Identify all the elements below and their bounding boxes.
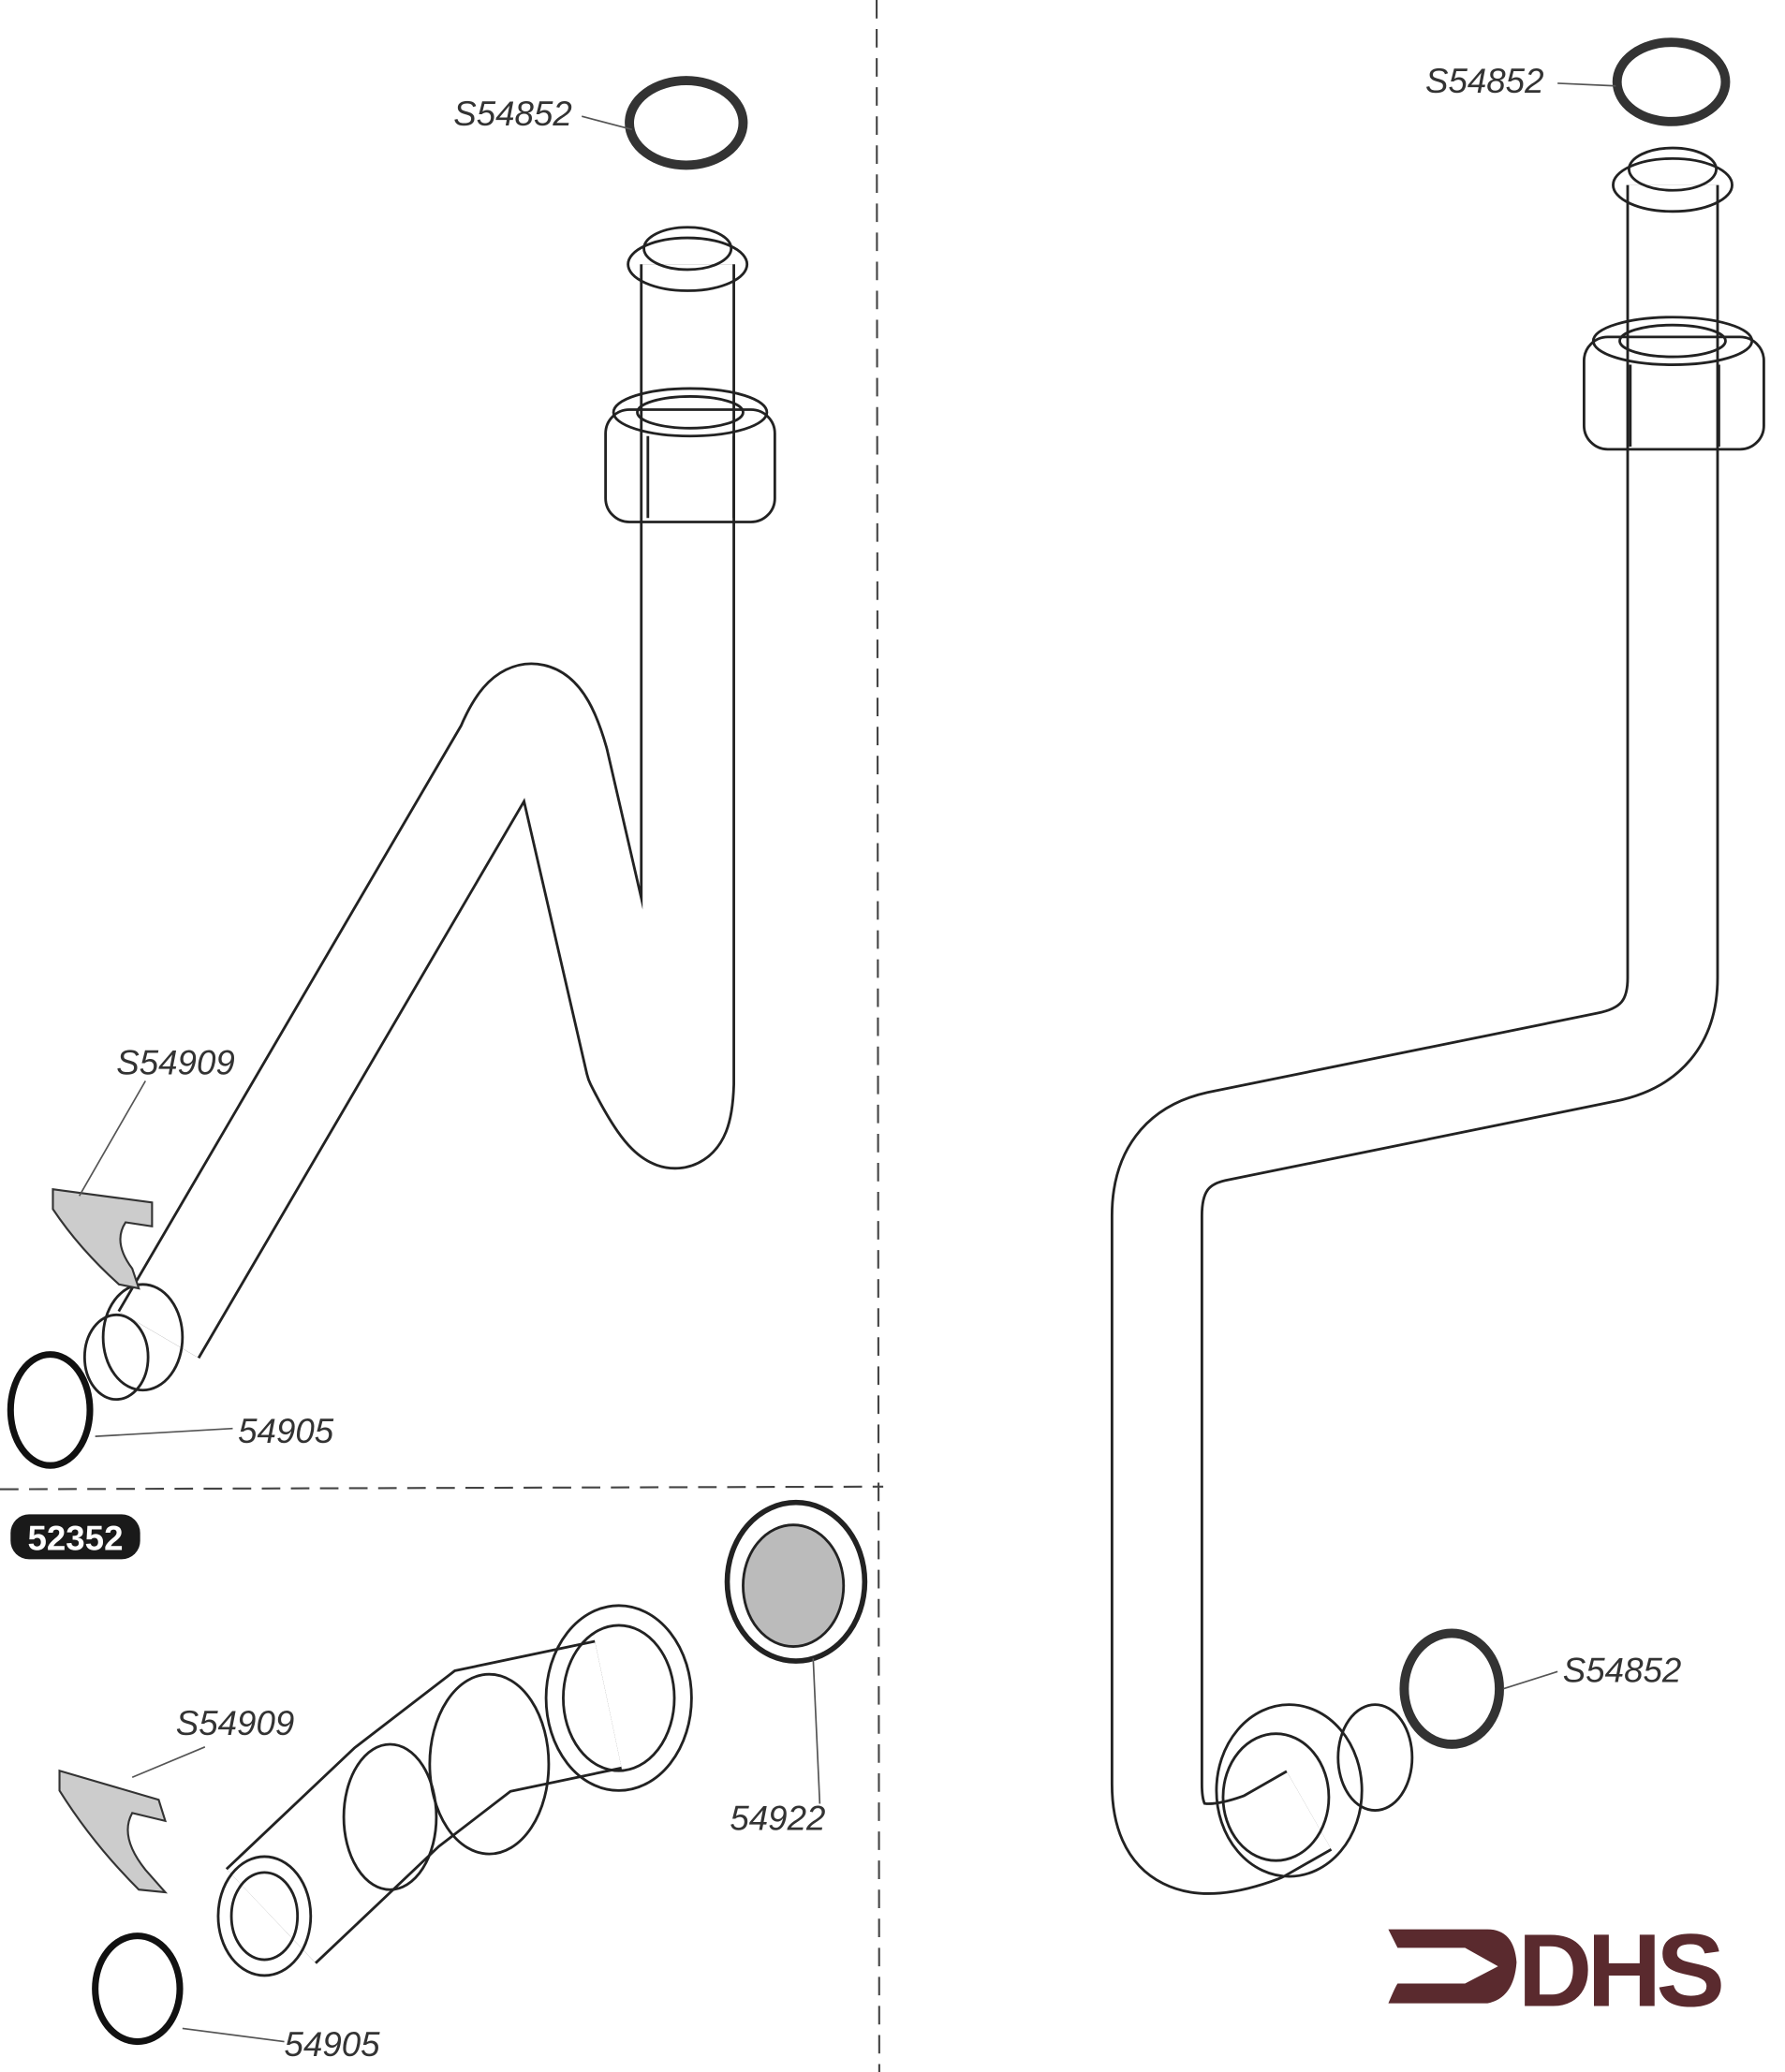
label-bottom-clip: S54909 — [176, 1704, 295, 1742]
straight-fitting-assembly — [216, 1604, 693, 1977]
seal-ring-top-right — [1612, 37, 1731, 126]
seal-ring-top-left — [625, 76, 748, 170]
kit-badge-number: 52352 — [27, 1520, 123, 1558]
label-left-clip: S54909 — [116, 1043, 235, 1081]
left-offset-pipe — [82, 226, 776, 1402]
label-right-seal: S54852 — [1563, 1652, 1682, 1690]
right-offset-pipe — [1110, 146, 1765, 1895]
logo-text: DHS — [1518, 1913, 1722, 2028]
vertical-divider — [875, 0, 880, 2072]
label-left-oring: 54905 — [238, 1412, 334, 1450]
kit-badge: 52352 — [10, 1514, 140, 1560]
oring-bottom — [92, 1932, 184, 2046]
strainer — [724, 1499, 868, 1664]
oring-left — [7, 1351, 94, 1469]
clip-bottom — [58, 1769, 169, 1894]
label-bottom-oring: 54905 — [285, 2025, 381, 2064]
seal-ring-right — [1399, 1628, 1504, 1749]
label-top-right-seal: S54852 — [1425, 62, 1544, 100]
label-top-left-seal: S54852 — [453, 95, 572, 133]
horizontal-divider — [0, 1485, 884, 1491]
label-strainer: 54922 — [730, 1800, 825, 1838]
clip-left — [52, 1188, 154, 1290]
dhs-logo: DHS — [1388, 1913, 1727, 2028]
